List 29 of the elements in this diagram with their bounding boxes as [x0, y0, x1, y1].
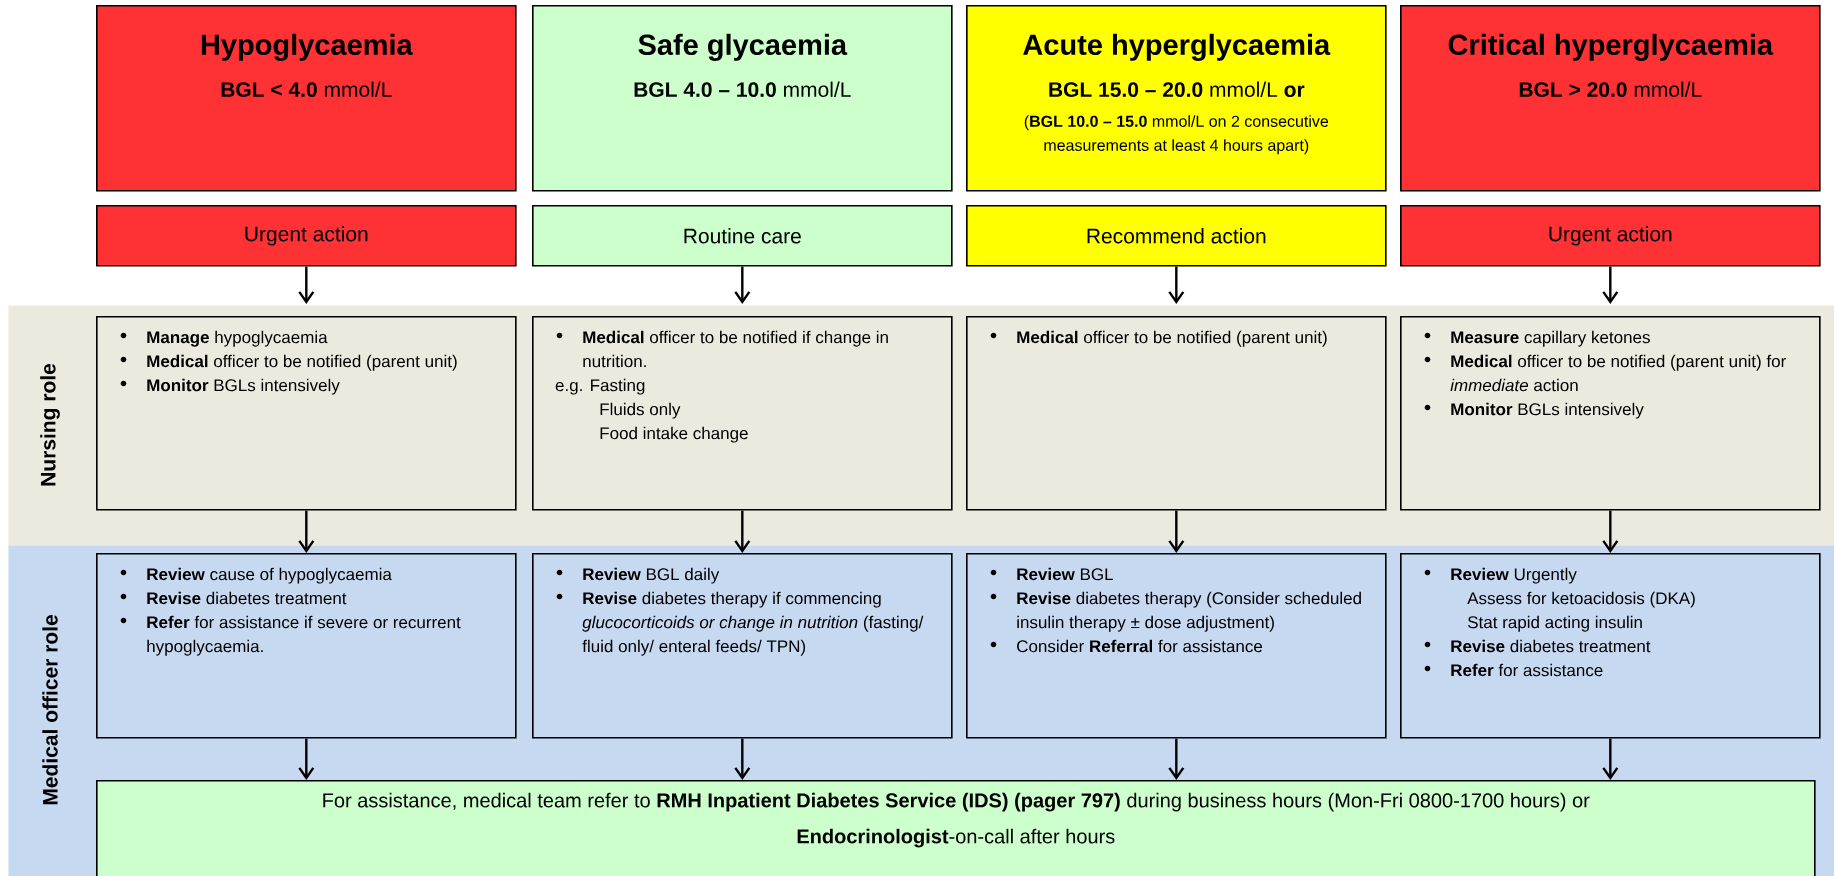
bullet-box: Medical officer to be notified if change in nutrition. e.g. Fasting Fluids only Food intake change [532, 316, 953, 511]
arrow [734, 266, 751, 304]
action-box: Routine care [532, 205, 953, 267]
header-box: Critical hyperglycaemia BGL > 20.0 mmol/L [1400, 5, 1821, 192]
arrow [1602, 738, 1619, 780]
bullet-box: Manage hypoglycaemia Medical officer to be notified (parent unit) Monitor BGLs intensively [96, 316, 517, 511]
bullet-box: Review Urgently Assess for ketoacidosis (DKA) Stat rapid acting insulin Revise diabetes treatment Refer for assistance [1400, 553, 1821, 739]
header-box: Acute hyperglycaemia BGL 15.0 – 20.0 mmol/L or (BGL 10.0 – 15.0 mmol/L on 2 consecutive measurements at least 4 hours apart) [966, 5, 1387, 192]
arrow [1168, 266, 1185, 304]
arrow [1602, 510, 1619, 553]
action-box: Urgent action [96, 205, 517, 267]
arrow [1168, 738, 1185, 780]
bullet-box: Review cause of hypoglycaemia Revise diabetes treatment Refer for assistance if severe or recurrent hypoglycaemia. [96, 553, 517, 739]
arrow [1602, 266, 1619, 304]
bullet-box: Review BGL daily Revise diabetes therapy if commencing glucocorticoids or change in nutrition (fasting/ fluid only/ enteral feeds/ TPN) [532, 553, 953, 739]
arrow [298, 266, 315, 304]
referral-box: For assistance, medical team refer to RMH Inpatient Diabetes Service (IDS) (pager 797) during business hours (Mon-Fri 0800-1700 hours) or Endocrinologist-on-call after hours [96, 780, 1816, 876]
bullet-box: Measure capillary ketones Medical officer to be notified (parent unit) for immediate action Monitor BGLs intensively [1400, 316, 1821, 511]
arrow [298, 510, 315, 553]
bullet-box: Medical officer to be notified (parent unit) [966, 316, 1387, 511]
arrow [298, 738, 315, 780]
header-box: Hypoglycaemia BGL < 4.0 mmol/L [96, 5, 517, 192]
header-box: Safe glycaemia BGL 4.0 – 10.0 mmol/L [532, 5, 953, 192]
arrow [1168, 510, 1185, 553]
action-box: Recommend action [966, 205, 1387, 267]
arrow [734, 738, 751, 780]
action-box: Urgent action [1400, 205, 1821, 267]
arrow [734, 510, 751, 553]
bullet-box: Review BGL Revise diabetes therapy (Consider scheduled insulin therapy ± dose adjustment) Consider Referral for assistance [966, 553, 1387, 739]
